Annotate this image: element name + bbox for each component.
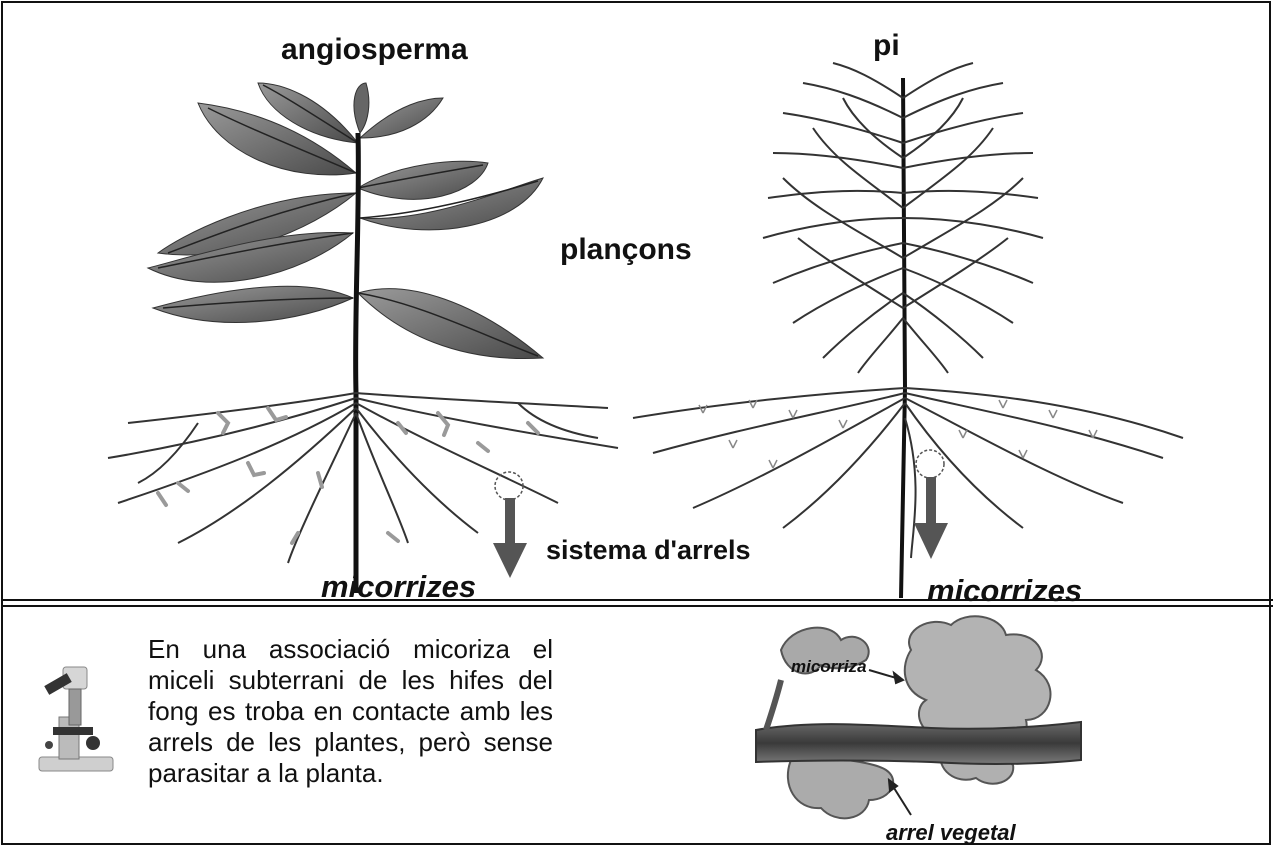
photo-label-mycorrhiza: micorriza	[791, 657, 867, 676]
description-panel: En una associació micoriza el miceli sub…	[3, 607, 1269, 845]
mycorrhiza-markers	[3, 3, 1269, 599]
mycorrhiza-circle-right	[916, 450, 944, 478]
arrow-left	[493, 498, 527, 578]
angiosperm-label: angiosperma	[281, 33, 468, 67]
seedlings-panel: angiosperma pi plançons sistema d'arrels…	[3, 3, 1269, 599]
mycorrhiza-left-label: micorrizes	[321, 569, 476, 605]
mycorrhiza-photo: micorriza arrel vegetal	[751, 610, 1091, 846]
photo-label-root: arrel vegetal	[886, 820, 1017, 845]
root-system-label: sistema d'arrels	[546, 535, 751, 566]
description-text: En una associació micoriza el miceli sub…	[148, 634, 553, 789]
root	[756, 722, 1081, 764]
mycorrhiza-circle-left	[495, 472, 523, 500]
microscope-icon	[35, 657, 117, 777]
seedlings-label: plançons	[560, 233, 692, 267]
arrow-right	[914, 477, 948, 559]
pine-label: pi	[873, 29, 900, 63]
mycorrhiza-lobe	[788, 758, 893, 818]
mycorrhiza-right-label: micorrizes	[927, 573, 1082, 609]
